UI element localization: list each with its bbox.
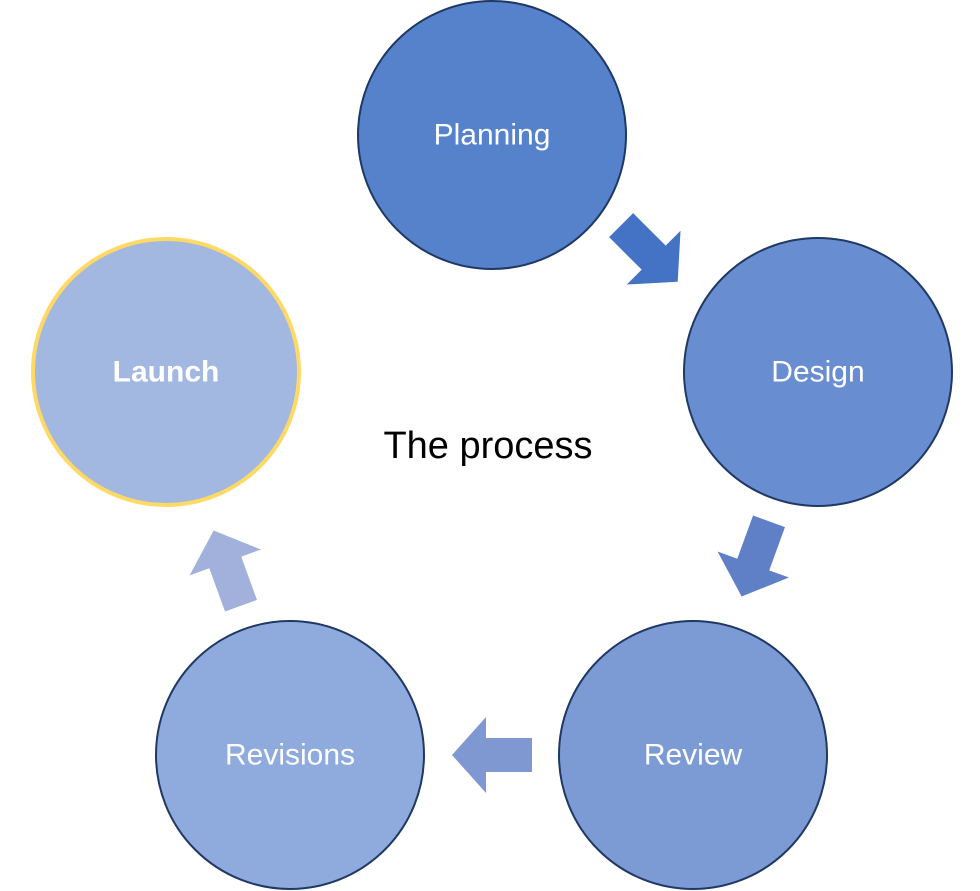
arrow-design-to-review xyxy=(717,515,789,597)
arrow-revisions-to-launch xyxy=(189,530,261,612)
arrow-review-to-revisions xyxy=(452,717,532,793)
stage-launch-circle xyxy=(31,237,301,507)
stage-launch-label: Launch xyxy=(113,356,220,389)
stage-review: Review xyxy=(558,620,828,890)
stage-planning: Planning xyxy=(357,0,627,270)
stage-planning-circle xyxy=(357,0,627,270)
stage-design-circle xyxy=(683,237,953,507)
stage-design-label: Design xyxy=(771,356,864,389)
arrow-planning-to-design xyxy=(609,213,681,285)
stage-revisions: Revisions xyxy=(155,620,425,890)
stage-design: Design xyxy=(683,237,953,507)
diagram-title: The process xyxy=(383,425,592,467)
stage-planning-label: Planning xyxy=(434,119,551,152)
stage-revisions-circle xyxy=(155,620,425,890)
stage-revisions-label: Revisions xyxy=(225,739,355,772)
stage-launch: Launch xyxy=(31,237,301,507)
stage-review-circle xyxy=(558,620,828,890)
stage-review-label: Review xyxy=(644,739,743,772)
